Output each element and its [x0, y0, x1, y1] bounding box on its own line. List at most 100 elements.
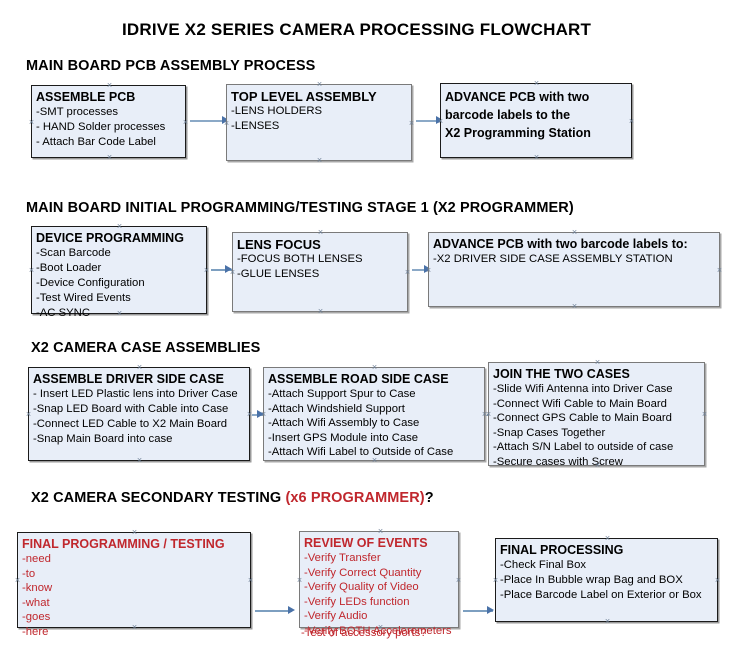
- flow-box-top-level-assembly[interactable]: TOP LEVEL ASSEMBLY -LENS HOLDERS -LENSES: [226, 84, 412, 161]
- resize-handle-top[interactable]: [377, 528, 384, 535]
- resize-handle-bottom[interactable]: [131, 624, 138, 631]
- resize-handle-top[interactable]: [131, 529, 138, 536]
- resize-handle-top[interactable]: [571, 229, 578, 236]
- resize-handle-bottom[interactable]: [371, 457, 378, 464]
- section-heading-x2-camera-secondary-testing: X2 CAMERA SECONDARY TESTING (x6 PROGRAMM…: [31, 490, 434, 506]
- flow-box-review-of-events[interactable]: REVIEW OF EVENTS -Verify Transfer -Verif…: [296, 528, 462, 637]
- resize-handle-right[interactable]: [404, 269, 411, 276]
- flow-box-line: -Verify Transfer: [304, 552, 381, 564]
- flow-box-line: -Attach Support Spur to Case: [268, 388, 416, 400]
- flow-box-line: -what: [22, 596, 50, 609]
- flow-box-line: -X2 DRIVER SIDE CASE ASSEMBLY STATION: [433, 253, 673, 265]
- flow-box-head-line: X2 Programming Station: [445, 126, 591, 140]
- resize-handle-left[interactable]: [14, 577, 21, 584]
- resize-handle-left[interactable]: [229, 269, 236, 276]
- flow-box-line: -Attach Wifi Label to Outside of Case: [268, 446, 454, 458]
- page-title: IDRIVE X2 SERIES CAMERA PROCESSING FLOWC…: [122, 20, 592, 39]
- flow-box-line: -LENSES: [231, 120, 280, 132]
- flow-box-assemble-road-side-case[interactable]: ASSEMBLE ROAD SIDE CASE -Attach Support …: [263, 367, 485, 461]
- flow-box-line: -Boot Loader: [36, 262, 102, 274]
- flow-box-title: ASSEMBLE PCB: [36, 90, 136, 104]
- flow-box-assemble-driver-side-case[interactable]: ASSEMBLE DRIVER SIDE CASE - Insert LED P…: [28, 367, 250, 461]
- flow-box-line: -Attach Wifi Assembly to Case: [268, 417, 420, 429]
- resize-handle-bottom[interactable]: [594, 462, 601, 469]
- arrow-head-icon: [288, 606, 295, 614]
- resize-handle-top[interactable]: [106, 82, 113, 89]
- resize-handle-right[interactable]: [247, 577, 254, 584]
- connector-top-level-to-advance-pcb[interactable]: [416, 120, 444, 122]
- resize-handle-right[interactable]: [455, 577, 462, 584]
- resize-handle-right[interactable]: [628, 118, 635, 125]
- section-heading-question-mark: ?: [424, 490, 434, 506]
- resize-handle-top[interactable]: [594, 359, 601, 366]
- flow-box-line: -here: [22, 625, 49, 638]
- flow-box-line: -Connect GPS Cable to Main Board: [493, 412, 672, 424]
- resize-handle-left[interactable]: [260, 411, 267, 418]
- flow-box-device-programming[interactable]: DEVICE PROGRAMMING -Scan Barcode -Boot L…: [28, 223, 210, 319]
- resize-handle-left[interactable]: [28, 267, 35, 274]
- flow-box-join-the-two-cases[interactable]: JOIN THE TWO CASES -Slide Wifi Antenna i…: [485, 359, 708, 469]
- resize-handle-right[interactable]: [716, 267, 723, 274]
- flow-box-line: -FOCUS BOTH LENSES: [237, 253, 363, 265]
- resize-handle-top[interactable]: [136, 364, 143, 371]
- resize-handle-right[interactable]: [203, 267, 210, 274]
- resize-handle-right[interactable]: [701, 411, 708, 418]
- resize-handle-bottom[interactable]: [316, 157, 323, 164]
- resize-handle-top[interactable]: [371, 364, 378, 371]
- connector-review-to-final-processing[interactable]: [463, 610, 493, 612]
- flow-box-title: ASSEMBLE DRIVER SIDE CASE: [33, 372, 225, 386]
- connector-assemble-pcb-to-top-level[interactable]: [190, 120, 230, 122]
- resize-handle-bottom[interactable]: [317, 308, 324, 315]
- flow-box-line: -Test Wired Events: [36, 292, 131, 304]
- resize-handle-left[interactable]: [492, 577, 499, 584]
- resize-handle-bottom[interactable]: [106, 154, 113, 161]
- arrow-head-icon: [487, 606, 494, 614]
- flow-box-advance-pcb-driver-side-case[interactable]: ADVANCE PCB with two barcode labels to: …: [428, 232, 720, 307]
- resize-handle-left[interactable]: [223, 120, 230, 127]
- flow-box-line: - Insert LED Plastic lens into Driver Ca…: [33, 388, 238, 400]
- resize-handle-top[interactable]: [604, 535, 611, 542]
- resize-handle-bottom[interactable]: [136, 457, 143, 464]
- resize-handle-bottom[interactable]: [571, 303, 578, 310]
- flow-box-advance-pcb-programming-station[interactable]: ADVANCE PCB with two barcode labels to t…: [440, 83, 632, 158]
- connector-final-programming-to-review[interactable]: [255, 610, 292, 612]
- section-heading-red-note: (x6 PROGRAMMER): [285, 490, 425, 506]
- connector-device-programming-to-lens-focus[interactable]: [211, 269, 233, 271]
- resize-handle-bottom[interactable]: [604, 618, 611, 625]
- resize-handle-top[interactable]: [317, 229, 324, 236]
- flow-box-line: -Snap LED Board with Cable into Case: [33, 403, 229, 415]
- flow-box-assemble-pcb[interactable]: ASSEMBLE PCB -SMT processes - HAND Solde…: [31, 85, 186, 158]
- flow-box-line: -Place Barcode Label on Exterior or Box: [500, 589, 702, 601]
- flow-box-line: -Secure cases with Screw: [493, 455, 623, 468]
- flow-box-line: -Slide Wifi Antenna into Driver Case: [493, 383, 673, 395]
- connector-lens-focus-to-advance-pcb[interactable]: [412, 269, 432, 271]
- resize-handle-right[interactable]: [408, 120, 415, 127]
- resize-handle-left[interactable]: [437, 118, 444, 125]
- resize-handle-bottom[interactable]: [533, 154, 540, 161]
- flow-box-line: -Attach S/N Label to outside of case: [493, 441, 674, 453]
- resize-handle-left[interactable]: [28, 119, 35, 126]
- flow-box-title: ADVANCE PCB with two barcode labels to:: [433, 237, 688, 251]
- flow-box-final-processing[interactable]: FINAL PROCESSING -Check Final Box -Place…: [495, 538, 718, 622]
- resize-handle-right[interactable]: [182, 119, 189, 126]
- flow-box-overflow-line: -Test of accessory ports?: [301, 627, 427, 639]
- resize-handle-top[interactable]: [316, 81, 323, 88]
- flow-box-title: DEVICE PROGRAMMING: [36, 231, 184, 245]
- flow-box-line: - Attach Bar Code Label: [36, 136, 156, 148]
- resize-handle-left[interactable]: [425, 267, 432, 274]
- resize-handle-left[interactable]: [296, 577, 303, 584]
- resize-handle-top[interactable]: [533, 80, 540, 87]
- flow-box-line: -Device Configuration: [36, 277, 145, 289]
- resize-handle-left[interactable]: [25, 411, 32, 418]
- flow-box-lens-focus[interactable]: LENS FOCUS -FOCUS BOTH LENSES -GLUE LENS…: [232, 232, 408, 312]
- resize-handle-bottom[interactable]: [116, 310, 123, 317]
- flow-box-final-programming-testing[interactable]: FINAL PROGRAMMING / TESTING -need -to -k…: [14, 529, 254, 638]
- resize-handle-right[interactable]: [714, 577, 721, 584]
- flow-box-line: -Snap Cases Together: [493, 426, 606, 439]
- resize-handle-left[interactable]: [485, 411, 492, 418]
- flow-box-line: -Attach Windshield Support: [268, 402, 405, 415]
- flow-box-line: -AC SYNC: [36, 307, 90, 319]
- flow-box-title: REVIEW OF EVENTS: [304, 536, 428, 550]
- resize-handle-top[interactable]: [116, 223, 123, 230]
- flow-box-head-line: barcode labels to the: [445, 108, 571, 122]
